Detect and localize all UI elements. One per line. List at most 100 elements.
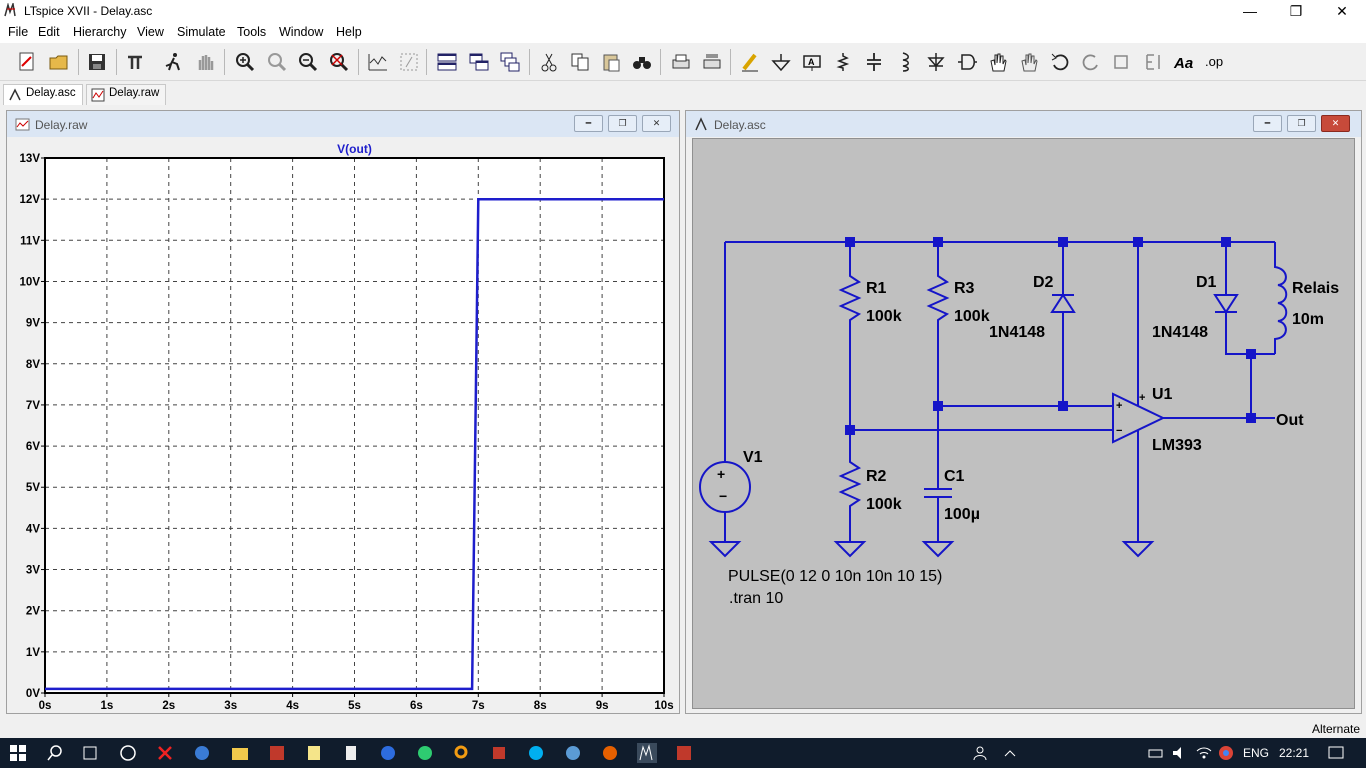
menu-hierarchy[interactable]: Hierarchy (73, 25, 127, 39)
firefox-icon[interactable] (600, 743, 620, 763)
print-setup-icon[interactable] (699, 49, 725, 75)
cut-icon[interactable] (536, 49, 562, 75)
tile-vertical-icon[interactable] (466, 49, 492, 75)
menu-edit[interactable]: Edit (38, 25, 60, 39)
minimize-button[interactable]: ━ (1253, 115, 1282, 132)
run-icon[interactable] (160, 49, 186, 75)
language-indicator[interactable]: ENG (1243, 746, 1270, 760)
app-icon[interactable] (118, 743, 138, 763)
new-schematic-icon[interactable] (14, 49, 40, 75)
skype-icon[interactable] (526, 743, 546, 763)
print-icon[interactable] (668, 49, 694, 75)
app-icon[interactable] (378, 743, 398, 763)
resistor-icon[interactable] (830, 49, 856, 75)
ground-icon[interactable] (768, 49, 794, 75)
schematic-drawing[interactable]: + − + − + R1 100k R3 100k R2 100k C1 100… (693, 139, 1356, 710)
volume-icon[interactable] (1170, 743, 1190, 763)
close-button[interactable]: ✕ (642, 115, 671, 132)
tile-horizontal-icon[interactable] (434, 49, 460, 75)
menu-view[interactable]: View (137, 25, 164, 39)
app-icon[interactable] (192, 743, 212, 763)
app-icon[interactable] (415, 743, 435, 763)
capacitor-icon[interactable] (861, 49, 887, 75)
diode-icon[interactable] (923, 49, 949, 75)
copy-icon[interactable] (567, 49, 593, 75)
chrome-icon[interactable] (1216, 743, 1236, 763)
draw-wire-icon[interactable] (737, 49, 763, 75)
app-icon[interactable] (267, 743, 287, 763)
drag-icon[interactable] (1016, 49, 1042, 75)
minimize-button[interactable]: ━ (574, 115, 603, 132)
cursor-icon[interactable] (396, 49, 422, 75)
open-icon[interactable] (46, 49, 72, 75)
zoom-fit-icon[interactable] (326, 49, 352, 75)
undo-icon[interactable] (1047, 49, 1073, 75)
app-icon[interactable] (155, 743, 175, 763)
menu-simulate[interactable]: Simulate (177, 25, 226, 39)
mirror-icon[interactable] (1140, 49, 1166, 75)
clock[interactable]: 22:21 (1279, 746, 1310, 760)
ltspice-taskbar-icon[interactable] (637, 743, 657, 763)
menu-window[interactable]: Window (279, 25, 324, 39)
r3-value: 100k (954, 308, 990, 325)
junction-dots (845, 237, 1256, 435)
maximize-button[interactable]: ❐ (608, 115, 637, 132)
inductor-icon[interactable] (892, 49, 918, 75)
paste-icon[interactable] (598, 49, 624, 75)
file-explorer-icon[interactable] (230, 743, 250, 763)
text-icon[interactable]: Aa (1171, 49, 1197, 75)
cascade-icon[interactable] (497, 49, 523, 75)
close-button[interactable]: ✕ (1321, 115, 1350, 132)
zoom-in-icon[interactable] (232, 49, 258, 75)
menu-help[interactable]: Help (336, 25, 362, 39)
close-button[interactable]: ✕ (1336, 3, 1348, 19)
y-tick-label: 1V (26, 647, 40, 659)
notification-icon[interactable] (1326, 743, 1346, 763)
notepad-icon[interactable] (304, 743, 324, 763)
chevron-up-icon[interactable] (1000, 743, 1020, 763)
tab-delay-asc[interactable]: Delay.asc (3, 84, 83, 105)
find-icon[interactable] (629, 49, 655, 75)
zoom-pan-icon[interactable] (264, 49, 290, 75)
maximize-button[interactable]: ❐ (1287, 115, 1316, 132)
toolbar-separator (224, 49, 225, 75)
restore-button[interactable]: ❐ (1289, 3, 1303, 19)
toolbar-separator (116, 49, 117, 75)
tab-delay-raw[interactable]: Delay.raw (86, 84, 167, 105)
people-icon[interactable] (970, 743, 990, 763)
tran-directive[interactable]: .tran 10 (729, 590, 783, 607)
save-icon[interactable] (84, 49, 110, 75)
status-text: Alternate (1311, 722, 1360, 736)
component-icon[interactable] (954, 49, 980, 75)
menu-tools[interactable]: Tools (237, 25, 267, 39)
app-icon[interactable] (674, 743, 694, 763)
control-panel-icon[interactable] (122, 49, 148, 75)
schematic-canvas[interactable]: + − + − + R1 100k R3 100k R2 100k C1 100… (692, 138, 1355, 709)
rotate-icon[interactable] (1109, 49, 1135, 75)
autorange-icon[interactable] (365, 49, 391, 75)
zoom-out-icon[interactable] (295, 49, 321, 75)
pulse-directive[interactable]: PULSE(0 12 0 10n 10n 10 15) (728, 568, 942, 585)
x-tick-label: 6s (410, 700, 423, 712)
app-icon[interactable] (563, 743, 583, 763)
windows-start-icon[interactable] (8, 743, 28, 763)
halt-icon[interactable] (192, 49, 218, 75)
label-net-icon[interactable]: A (799, 49, 825, 75)
move-icon[interactable] (985, 49, 1011, 75)
app-icon[interactable] (452, 743, 472, 763)
calculator-icon[interactable] (341, 743, 361, 763)
task-view-icon[interactable] (80, 743, 100, 763)
spice-directive-icon[interactable]: .op (1202, 49, 1228, 75)
menu-file[interactable]: File (8, 25, 29, 39)
trace-v-out- (45, 197, 664, 691)
wifi-icon[interactable] (1194, 743, 1214, 763)
app-icon[interactable] (489, 743, 509, 763)
x-tick-label: 5s (348, 700, 361, 712)
minimize-button[interactable]: — (1243, 3, 1257, 19)
search-icon[interactable] (45, 743, 65, 763)
redo-icon[interactable] (1078, 49, 1104, 75)
battery-icon[interactable] (1146, 743, 1166, 763)
